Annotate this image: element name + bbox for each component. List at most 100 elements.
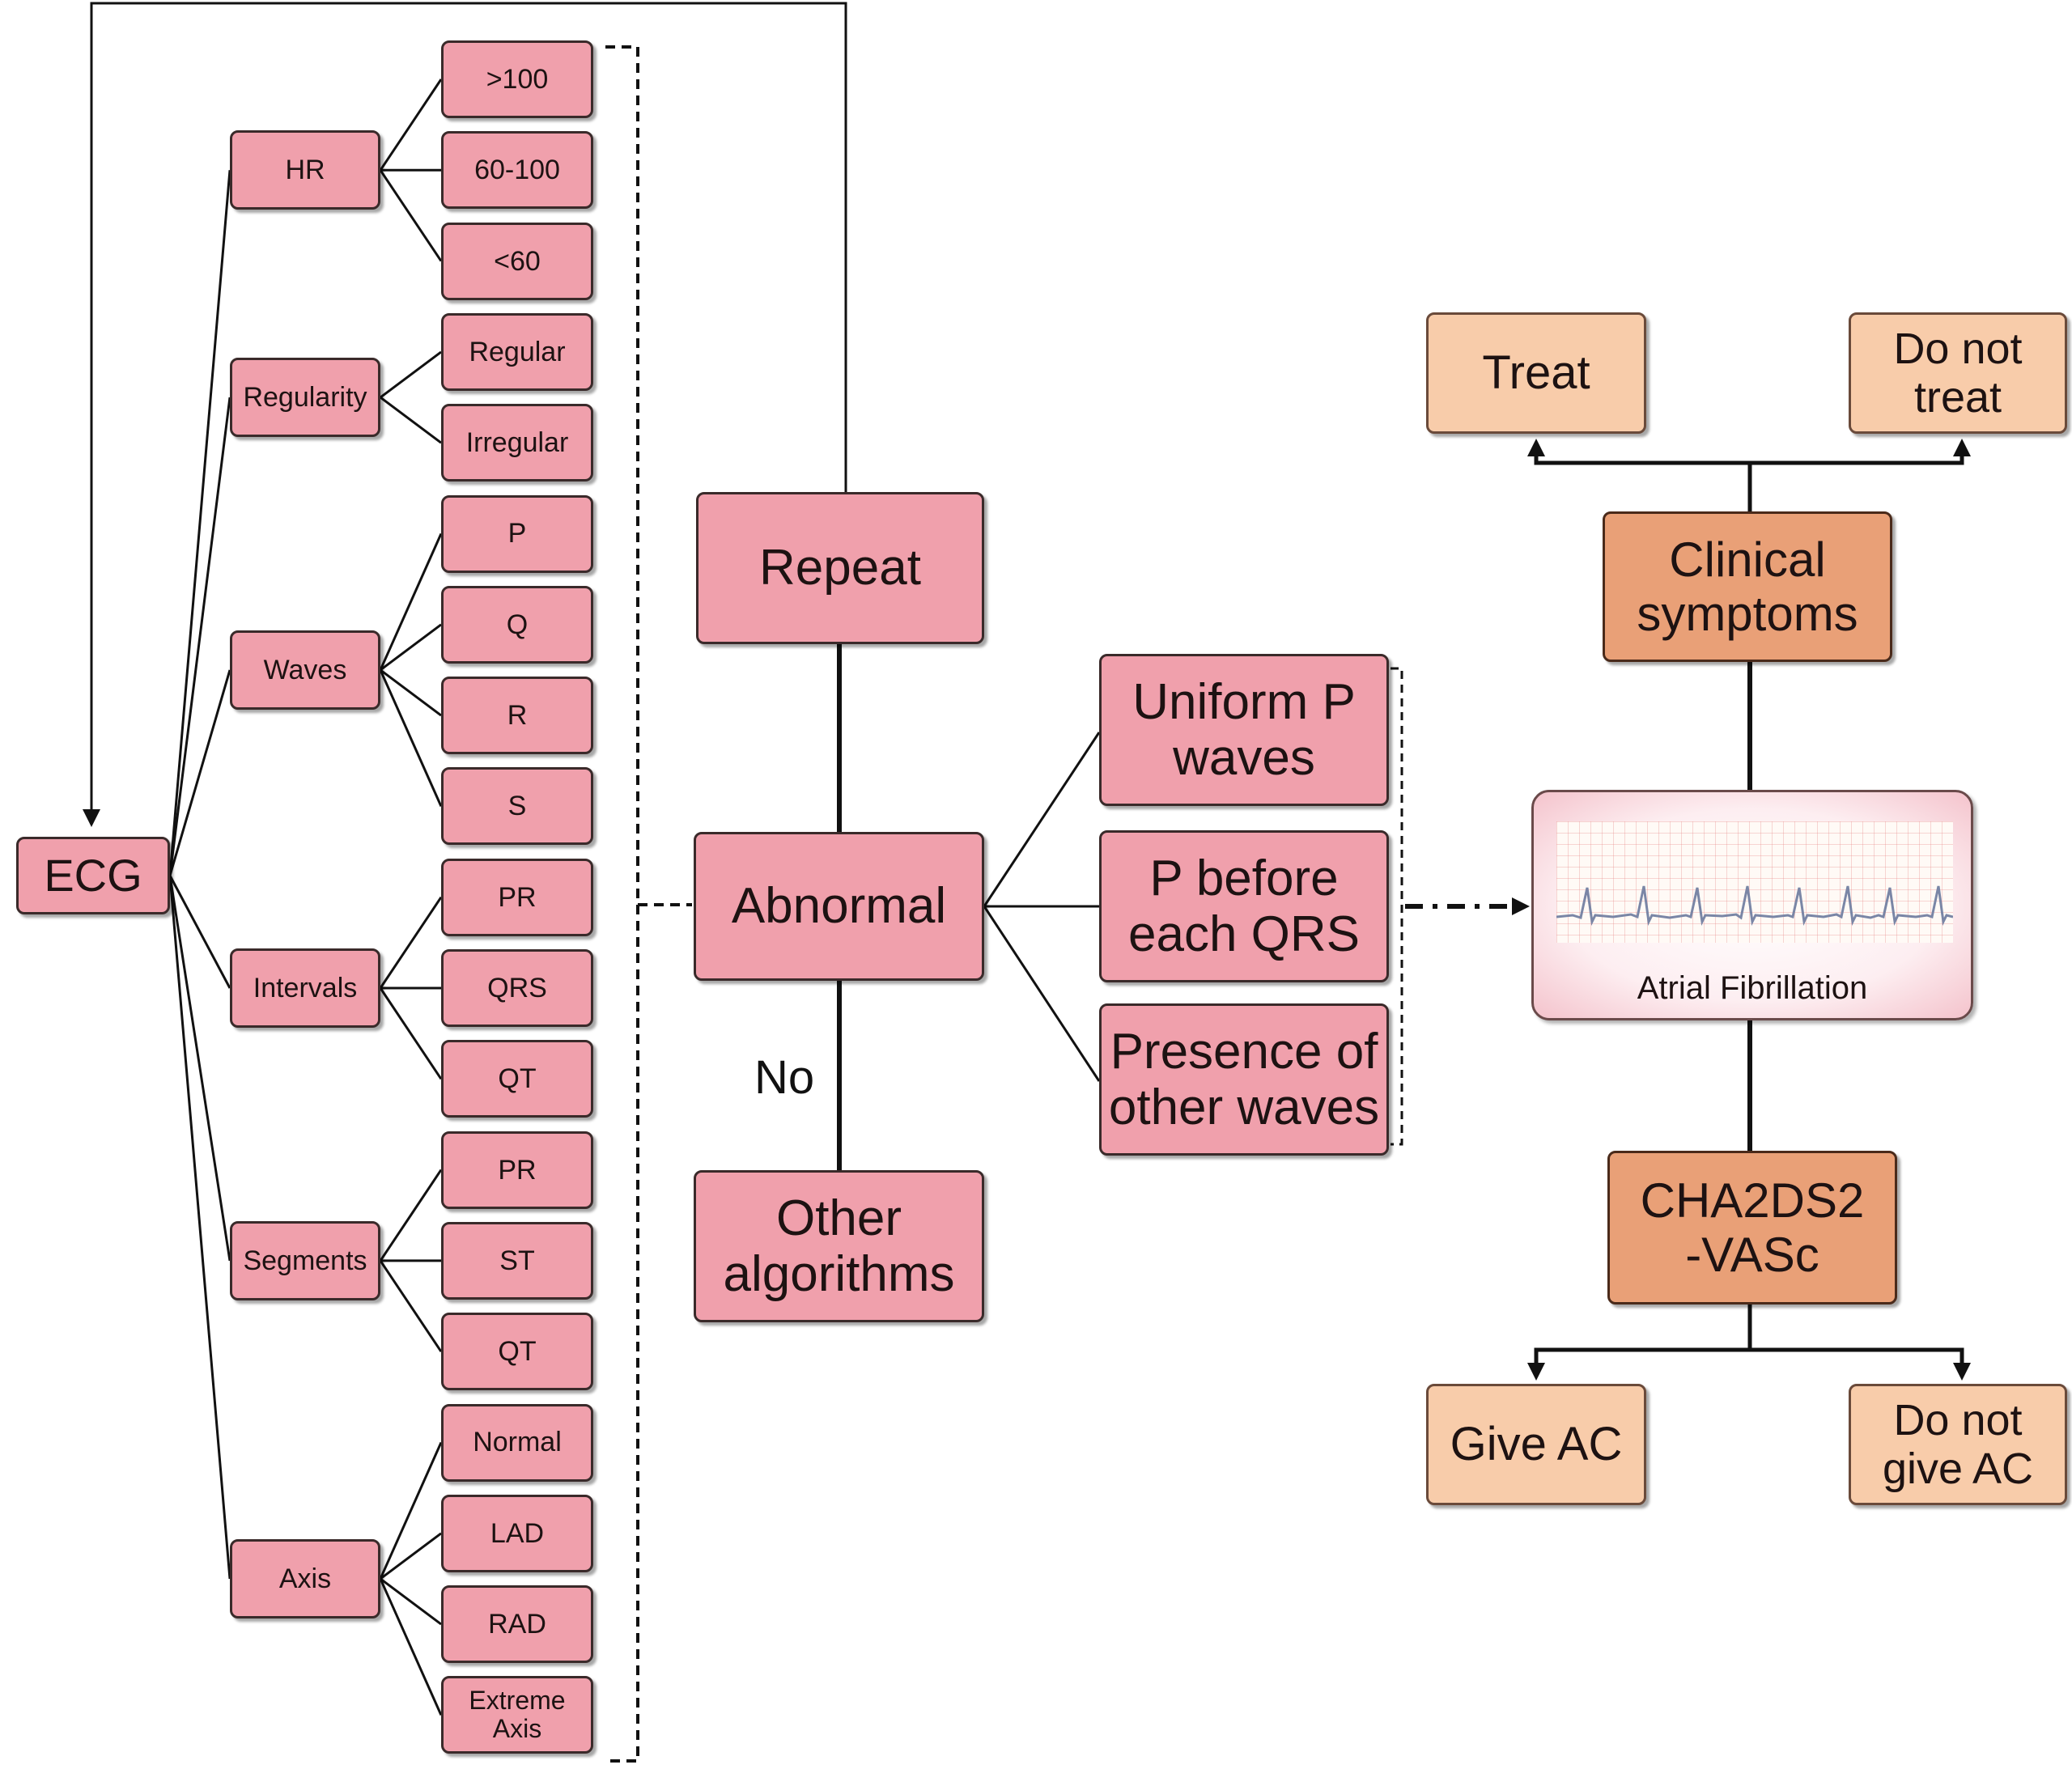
repeat-label: Repeat <box>759 540 921 596</box>
option-waves-1: Q <box>441 585 593 664</box>
atrial-fibrillation-label: Atrial Fibrillation <box>1637 970 1868 1006</box>
option-intervals-1: QRS <box>441 949 593 1027</box>
option-hr-1: 60-100 <box>441 131 593 210</box>
option-waves-3: S <box>441 767 593 846</box>
category-label: HR <box>285 155 325 186</box>
root-to-category-line <box>168 397 231 876</box>
option-axis-1: LAD <box>441 1494 593 1572</box>
option-waves-2: R <box>441 677 593 755</box>
option-axis-3: Extreme Axis <box>441 1676 593 1754</box>
give-ac-label: Give AC <box>1450 1417 1623 1470</box>
option-label: ST <box>499 1245 535 1276</box>
category-regularity: Regularity <box>230 358 380 438</box>
option-label: Regular <box>469 336 566 367</box>
cha2ds2-vasc-node: CHA2DS2-VASc <box>1607 1151 1897 1305</box>
option-label: QT <box>498 1336 537 1368</box>
ecg-strip-image <box>1556 821 1954 943</box>
category-to-option-line <box>380 623 442 672</box>
criterion-label: P before each QRS <box>1127 850 1361 962</box>
option-segments-2: QT <box>441 1313 593 1391</box>
option-label: Normal <box>473 1427 562 1458</box>
option-hr-2: <60 <box>441 222 593 300</box>
cha2ds2-vasc-label: CHA2DS2-VASc <box>1640 1173 1865 1282</box>
category-hr: HR <box>230 130 380 210</box>
criterion-other-waves: Presence of other waves <box>1099 1003 1389 1156</box>
clinical-symptoms-label: Clinical symptoms <box>1637 532 1858 641</box>
category-to-option-line <box>379 896 443 989</box>
option-label: PR <box>498 1154 537 1186</box>
category-to-option-line <box>380 350 442 399</box>
category-to-option-line <box>380 396 442 444</box>
option-axis-0: Normal <box>441 1403 593 1482</box>
category-label: Intervals <box>253 972 358 1003</box>
category-to-option-line <box>379 1441 443 1580</box>
option-label: QT <box>498 1063 537 1095</box>
root-to-category-line <box>168 875 231 1580</box>
option-label: 60-100 <box>474 155 560 186</box>
category-to-option-line <box>379 78 443 172</box>
category-to-option-line <box>379 987 443 1080</box>
atrial-fibrillation-panel: Atrial Fibrillation <box>1531 790 1973 1020</box>
option-label: LAD <box>490 1517 545 1549</box>
category-to-option-line <box>379 532 443 671</box>
category-intervals: Intervals <box>230 948 380 1028</box>
option-label: P <box>507 518 527 549</box>
root-to-category-line <box>168 170 231 876</box>
option-label: RAD <box>488 1609 546 1640</box>
criterion-label: Presence of other waves <box>1108 1023 1380 1135</box>
ecg-label: ECG <box>44 849 142 901</box>
abnormal-node: Abnormal <box>694 832 984 981</box>
category-label: Segments <box>243 1245 367 1276</box>
option-label: Extreme Axis <box>469 1685 566 1744</box>
other-algorithms-node: Other algorithms <box>694 1170 984 1322</box>
option-label: <60 <box>494 245 541 277</box>
root-to-category-line <box>168 669 231 876</box>
category-to-option-line <box>380 1532 442 1580</box>
do-not-treat-label: Do not treat <box>1893 324 2023 422</box>
root-to-category-line <box>168 875 231 989</box>
option-regularity-0: Regular <box>441 312 593 391</box>
category-segments: Segments <box>230 1220 380 1300</box>
do-not-give-ac-label: Do not give AC <box>1882 1395 2034 1493</box>
option-intervals-0: PR <box>441 858 593 936</box>
option-intervals-2: QT <box>441 1040 593 1118</box>
option-label: QRS <box>487 972 547 1003</box>
criterion-label: Uniform P waves <box>1132 673 1356 786</box>
category-label: Regularity <box>243 382 367 413</box>
criteria-bracket <box>1391 667 1403 1146</box>
root-to-category-line <box>168 875 231 1262</box>
option-hr-0: >100 <box>441 40 593 118</box>
category-to-option-line <box>379 1578 443 1716</box>
treat-label: Treat <box>1482 346 1590 399</box>
option-segments-0: PR <box>441 1131 593 1209</box>
option-label: PR <box>498 881 537 913</box>
option-label: Q <box>506 609 529 640</box>
option-regularity-1: Irregular <box>441 404 593 482</box>
criterion-p-before-qrs: P before each QRS <box>1099 830 1389 982</box>
other-algorithms-label: Other algorithms <box>723 1190 955 1302</box>
option-segments-1: ST <box>441 1221 593 1300</box>
option-label: S <box>507 791 527 822</box>
category-to-option-line <box>380 1577 442 1626</box>
repeat-node: Repeat <box>696 492 984 644</box>
category-label: Waves <box>263 654 347 685</box>
option-axis-2: RAD <box>441 1585 593 1664</box>
clinical-symptoms-node: Clinical symptoms <box>1603 511 1892 662</box>
criterion-uniform-p: Uniform P waves <box>1099 654 1389 806</box>
category-axis: Axis <box>230 1538 380 1618</box>
category-to-option-line <box>380 668 442 717</box>
option-label: Irregular <box>465 427 569 459</box>
options-bracket <box>605 45 639 1763</box>
abnormal-label: Abnormal <box>731 878 947 935</box>
category-to-option-line <box>379 169 443 262</box>
option-waves-0: P <box>441 494 593 573</box>
do-not-give-ac-node: Do not give AC <box>1849 1384 2067 1505</box>
category-to-option-line <box>379 1260 443 1353</box>
do-not-treat-node: Do not treat <box>1849 312 2067 434</box>
give-ac-node: Give AC <box>1426 1384 1646 1505</box>
no-label: No <box>754 1051 815 1104</box>
option-label: >100 <box>486 63 549 95</box>
treat-node: Treat <box>1426 312 1646 434</box>
option-label: R <box>507 700 528 732</box>
ecg-node: ECG <box>16 837 170 914</box>
